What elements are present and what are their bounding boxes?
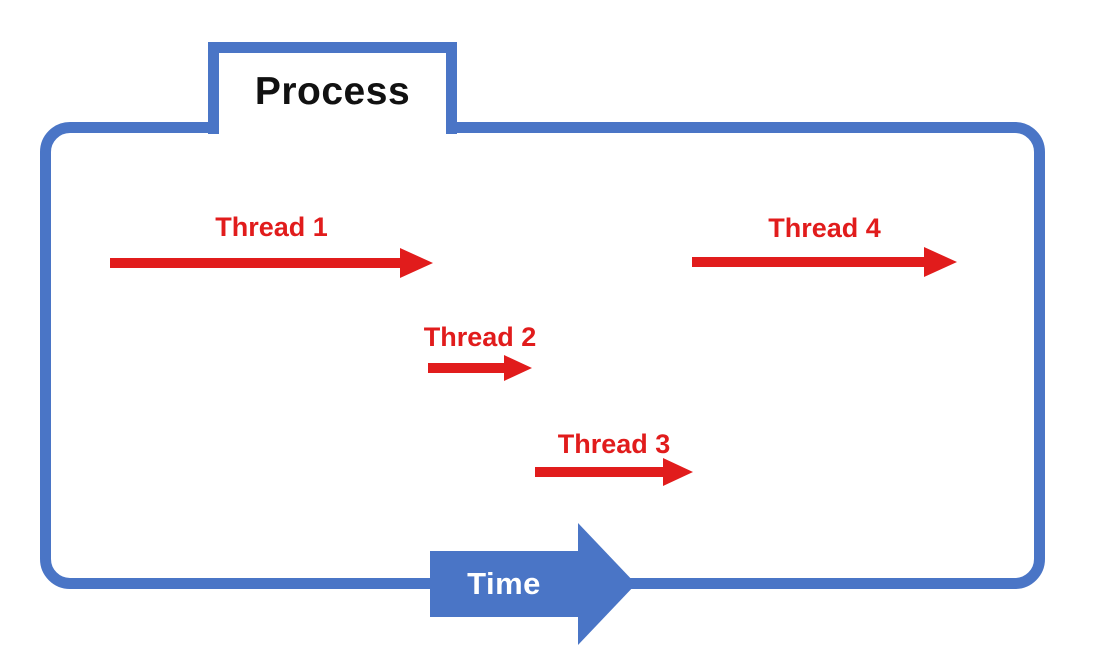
thread-2-arrow-head — [504, 355, 532, 381]
thread-4-arrow-head — [924, 247, 957, 277]
process-tab: Process — [208, 42, 457, 134]
process-box — [40, 122, 1045, 589]
thread-3-arrow-shaft — [535, 467, 663, 477]
time-arrow-head — [578, 522, 636, 645]
thread-3-arrow-head — [663, 458, 693, 486]
time-label: Time — [467, 565, 541, 601]
thread-1-label: Thread 1 — [215, 212, 328, 242]
thread-4-label: Thread 4 — [768, 213, 881, 243]
process-label: Process — [254, 69, 411, 113]
thread-1-arrow-shaft — [110, 258, 400, 268]
thread-3-label: Thread 3 — [557, 429, 671, 459]
thread-4-arrow — [692, 247, 957, 277]
time-arrow-body: Time — [430, 550, 578, 617]
thread-2-arrow-shaft — [428, 363, 504, 373]
thread-1-arrow-head — [400, 248, 433, 278]
thread-2-label: Thread 2 — [423, 322, 537, 352]
thread-1-arrow — [110, 248, 433, 278]
thread-3-arrow — [535, 457, 693, 487]
time-arrow: Time — [430, 522, 636, 645]
thread-4-arrow-shaft — [692, 257, 924, 267]
thread-2-arrow — [428, 353, 532, 383]
